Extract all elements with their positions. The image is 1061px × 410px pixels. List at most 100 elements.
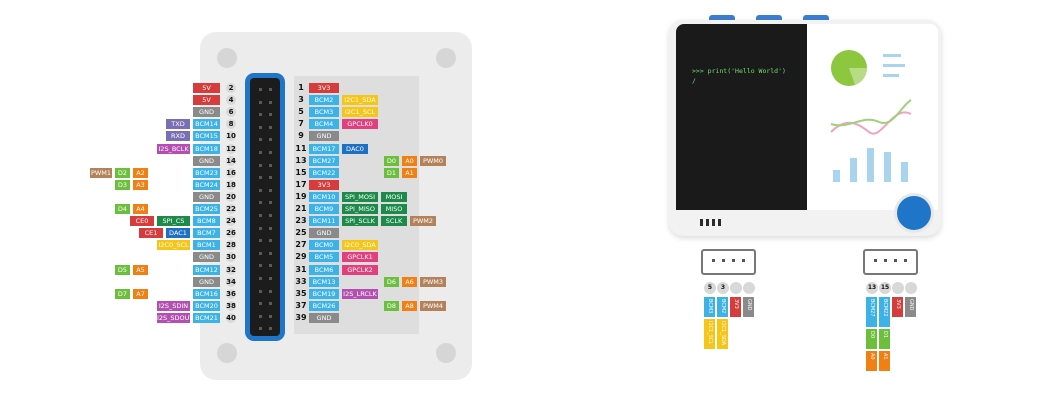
pin-number: 3	[298, 95, 304, 105]
header-pin	[269, 88, 272, 91]
terminal-text: >>> print('Hello World')/	[692, 66, 786, 86]
connector-pin-text: A0	[869, 353, 875, 360]
vent-slot	[700, 219, 703, 226]
pin-label: BCM9	[309, 204, 339, 214]
pin-label: A4	[133, 204, 148, 214]
pin-number: 21	[295, 204, 307, 213]
top-button[interactable]	[803, 15, 829, 21]
pin-label: I2S_BCLK	[157, 143, 190, 154]
pin-label: BCM6	[309, 264, 339, 275]
connector-pin-text: 3V3	[733, 299, 739, 309]
pin-label: A1	[402, 167, 417, 178]
header-pin	[259, 239, 262, 243]
pin-label: BCM20	[193, 300, 220, 311]
pin-label: GPCLK2	[342, 264, 378, 275]
header-pin	[269, 277, 272, 280]
pin-label: BCM10	[309, 191, 339, 202]
pin-number: 19	[295, 191, 307, 201]
pin-label: 5V	[193, 95, 220, 106]
pin-number: 17	[295, 179, 307, 189]
bar-icon	[901, 162, 908, 182]
header-pin	[269, 214, 272, 217]
mount-hole	[217, 343, 237, 363]
pin-label: 3V3	[309, 179, 339, 190]
header-pin	[259, 151, 262, 154]
pin-number: 9	[298, 131, 304, 141]
header-pin	[269, 113, 272, 117]
pin-label: GND	[309, 131, 339, 142]
pin-number: 29	[295, 252, 307, 262]
round-button[interactable]	[894, 193, 934, 233]
pin-label: DAC0	[342, 143, 368, 154]
pin-number: 33	[295, 276, 307, 286]
pin-label: CE0	[130, 216, 154, 227]
pin-number: 23	[295, 216, 307, 226]
pin-number: 4	[226, 95, 236, 106]
connector-pin-label: BCM3	[704, 297, 715, 317]
pin-label: GND	[309, 312, 339, 323]
pin-number: 27	[295, 240, 307, 250]
pin-number: 14	[226, 155, 236, 166]
pin-label: PWM4	[420, 300, 446, 311]
vent-slot	[712, 219, 715, 226]
connector-pin-label: BCM2	[717, 297, 728, 317]
dashboard-graphics	[830, 50, 912, 182]
connector-pin-label: 3V3	[892, 297, 903, 317]
header-pin	[259, 100, 262, 104]
pin-label: BCM5	[309, 252, 339, 263]
pin-label: D7	[115, 288, 130, 299]
connector-pin-number	[743, 282, 755, 294]
header-pin	[259, 214, 262, 217]
connector-pin-text: GND	[908, 299, 914, 311]
line-chart-series	[830, 99, 912, 127]
connector-pin-number: 5	[704, 282, 716, 294]
bar-icon	[884, 152, 891, 182]
header-pin	[269, 327, 272, 331]
bar-icon	[850, 158, 857, 182]
pin-label: GND	[193, 276, 220, 287]
pin-label: BCM23	[193, 167, 220, 178]
pin-number: 30	[226, 252, 236, 263]
pin-label: A0	[402, 155, 417, 166]
dashboard-screen	[807, 24, 938, 210]
pin-label: BCM8	[193, 216, 220, 227]
pin-label: PWM2	[410, 216, 436, 227]
pin-label: A5	[133, 264, 148, 275]
pin-label: I2C1_SCL	[342, 107, 378, 118]
connector-pin-label: I2C1_SCL	[704, 319, 715, 349]
pin-label: SPI_MOSI	[342, 191, 378, 202]
pin-label: SPI_MISO	[342, 204, 378, 214]
pin-label: DAC1	[166, 228, 190, 239]
header-pin	[269, 163, 272, 167]
top-button[interactable]	[709, 15, 735, 21]
connector-pin-label: D0	[866, 329, 877, 349]
text-line-icon	[883, 74, 899, 77]
pin-number: 25	[295, 228, 307, 238]
pin-number: 35	[295, 288, 307, 298]
top-button[interactable]	[756, 15, 782, 21]
bar-icon	[867, 148, 874, 182]
pin-label: 3V3	[309, 83, 339, 93]
pin-label: CE1	[139, 228, 163, 239]
pin-number: 13	[295, 155, 307, 165]
connector-pin-text: D0	[869, 331, 875, 339]
text-line-icon	[883, 54, 901, 57]
pin-number: 20	[226, 191, 236, 202]
pin-label: A2	[133, 167, 148, 178]
connector-pin-label: A0	[866, 351, 877, 371]
connector-pin-text: A1	[882, 353, 888, 360]
pin-label: SPI_CS	[157, 216, 190, 227]
pin-label: I2S_LRCLK	[342, 288, 378, 299]
pin-number: 11	[295, 143, 307, 153]
connector-pin-number: 3	[717, 282, 729, 294]
grove-connector-left	[701, 249, 756, 275]
pin-label: A6	[402, 276, 417, 287]
pin-number: 16	[226, 167, 236, 178]
connector-pin-label: A1	[879, 351, 890, 371]
vent-slot	[706, 219, 709, 226]
pin-label: D3	[115, 179, 130, 190]
header-pin	[269, 251, 272, 255]
pin-label: GPCLK0	[342, 119, 378, 130]
pin-number: 22	[226, 204, 236, 214]
pin-label: PWM3	[420, 276, 446, 287]
